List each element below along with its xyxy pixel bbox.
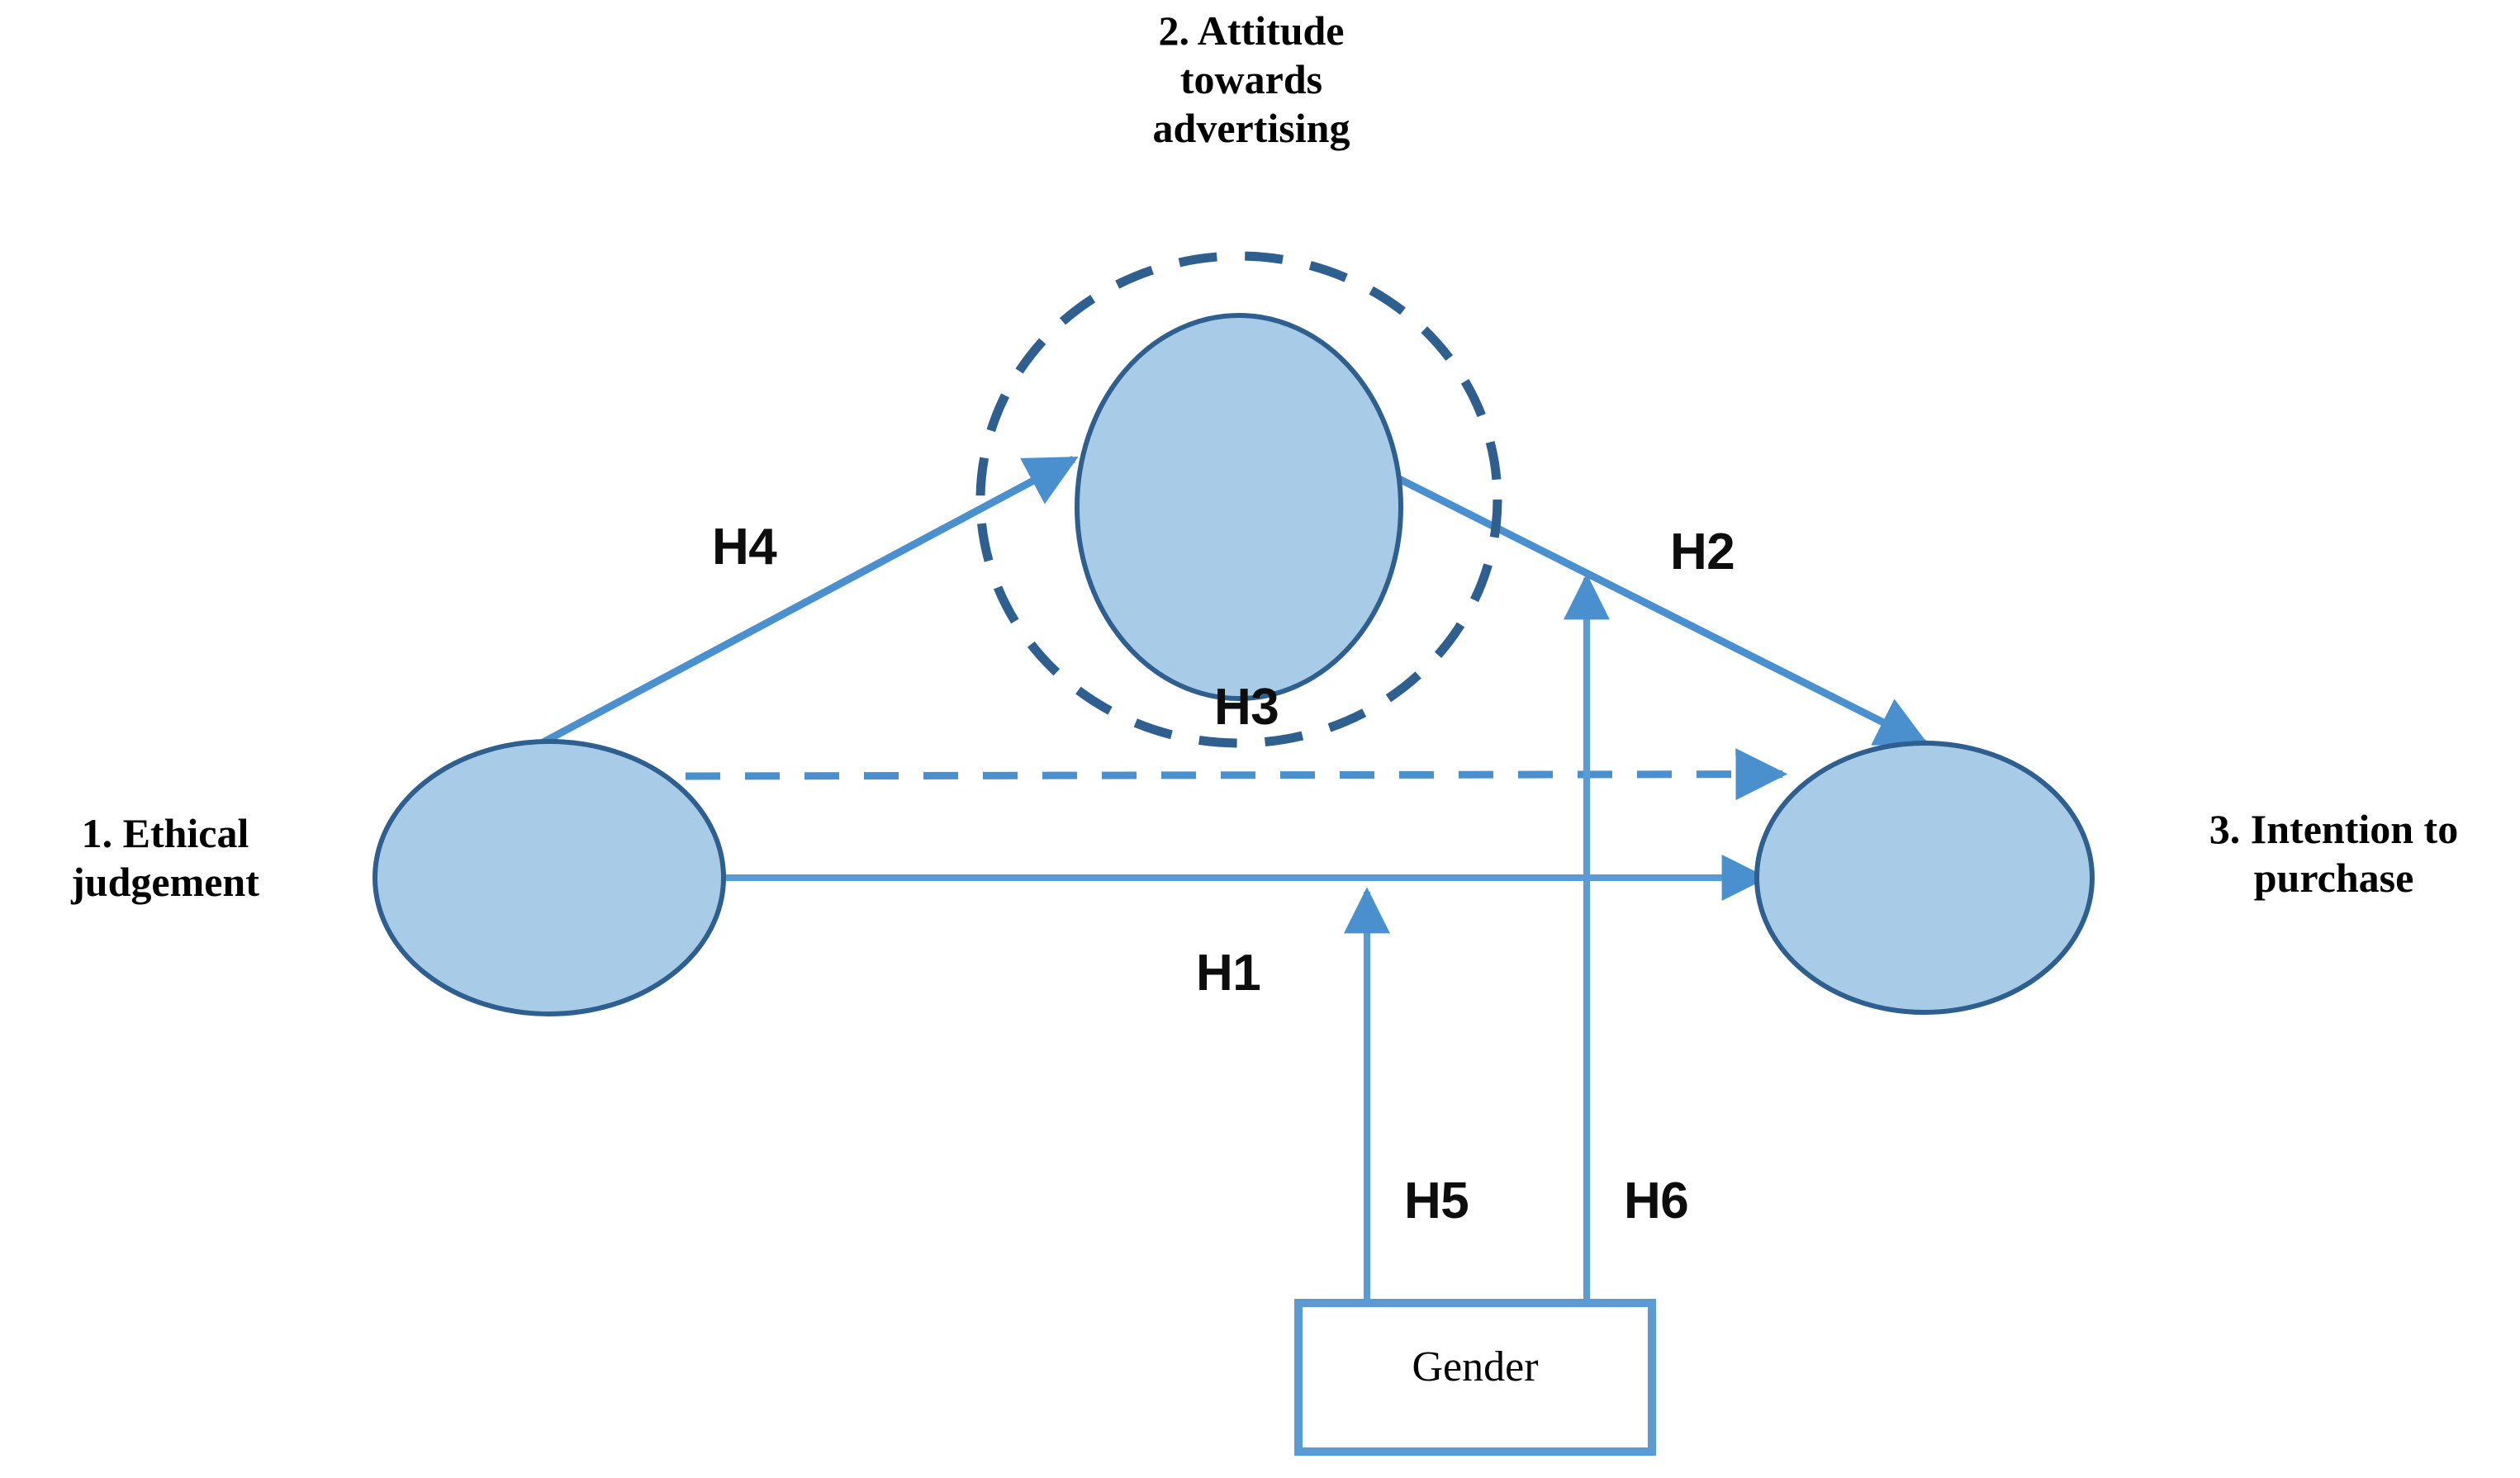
hypothesis-label-h5: H5 xyxy=(1404,1172,1469,1229)
hypothesis-label-h6: H6 xyxy=(1624,1172,1689,1229)
node-label-intention-purchase: 3. Intention to purchase xyxy=(2209,806,2459,901)
hypothesis-label-h2: H2 xyxy=(1670,523,1735,580)
node-ethical-judgement[interactable] xyxy=(373,739,726,1016)
node-label-attitude-advertising: 2. Attitude towards advertising xyxy=(1152,7,1350,151)
node-label-gender: Gender xyxy=(1412,1343,1539,1390)
node-gender-box[interactable] xyxy=(1294,1299,1656,1456)
mediator-dashed-outline xyxy=(975,251,1502,748)
path-h3-connector xyxy=(685,748,1788,801)
path-h2-connector xyxy=(1392,472,1929,747)
hypothesis-label-h4: H4 xyxy=(712,519,777,576)
node-intention-purchase[interactable] xyxy=(1754,741,2095,1015)
hypothesis-label-h3: H3 xyxy=(1214,679,1279,736)
node-label-ethical-judgement: 1. Ethical judgement xyxy=(71,810,259,905)
node-attitude-advertising[interactable] xyxy=(1075,313,1403,701)
path-h4-connector xyxy=(534,456,1079,749)
hypothesis-label-h1: H1 xyxy=(1196,945,1261,1002)
